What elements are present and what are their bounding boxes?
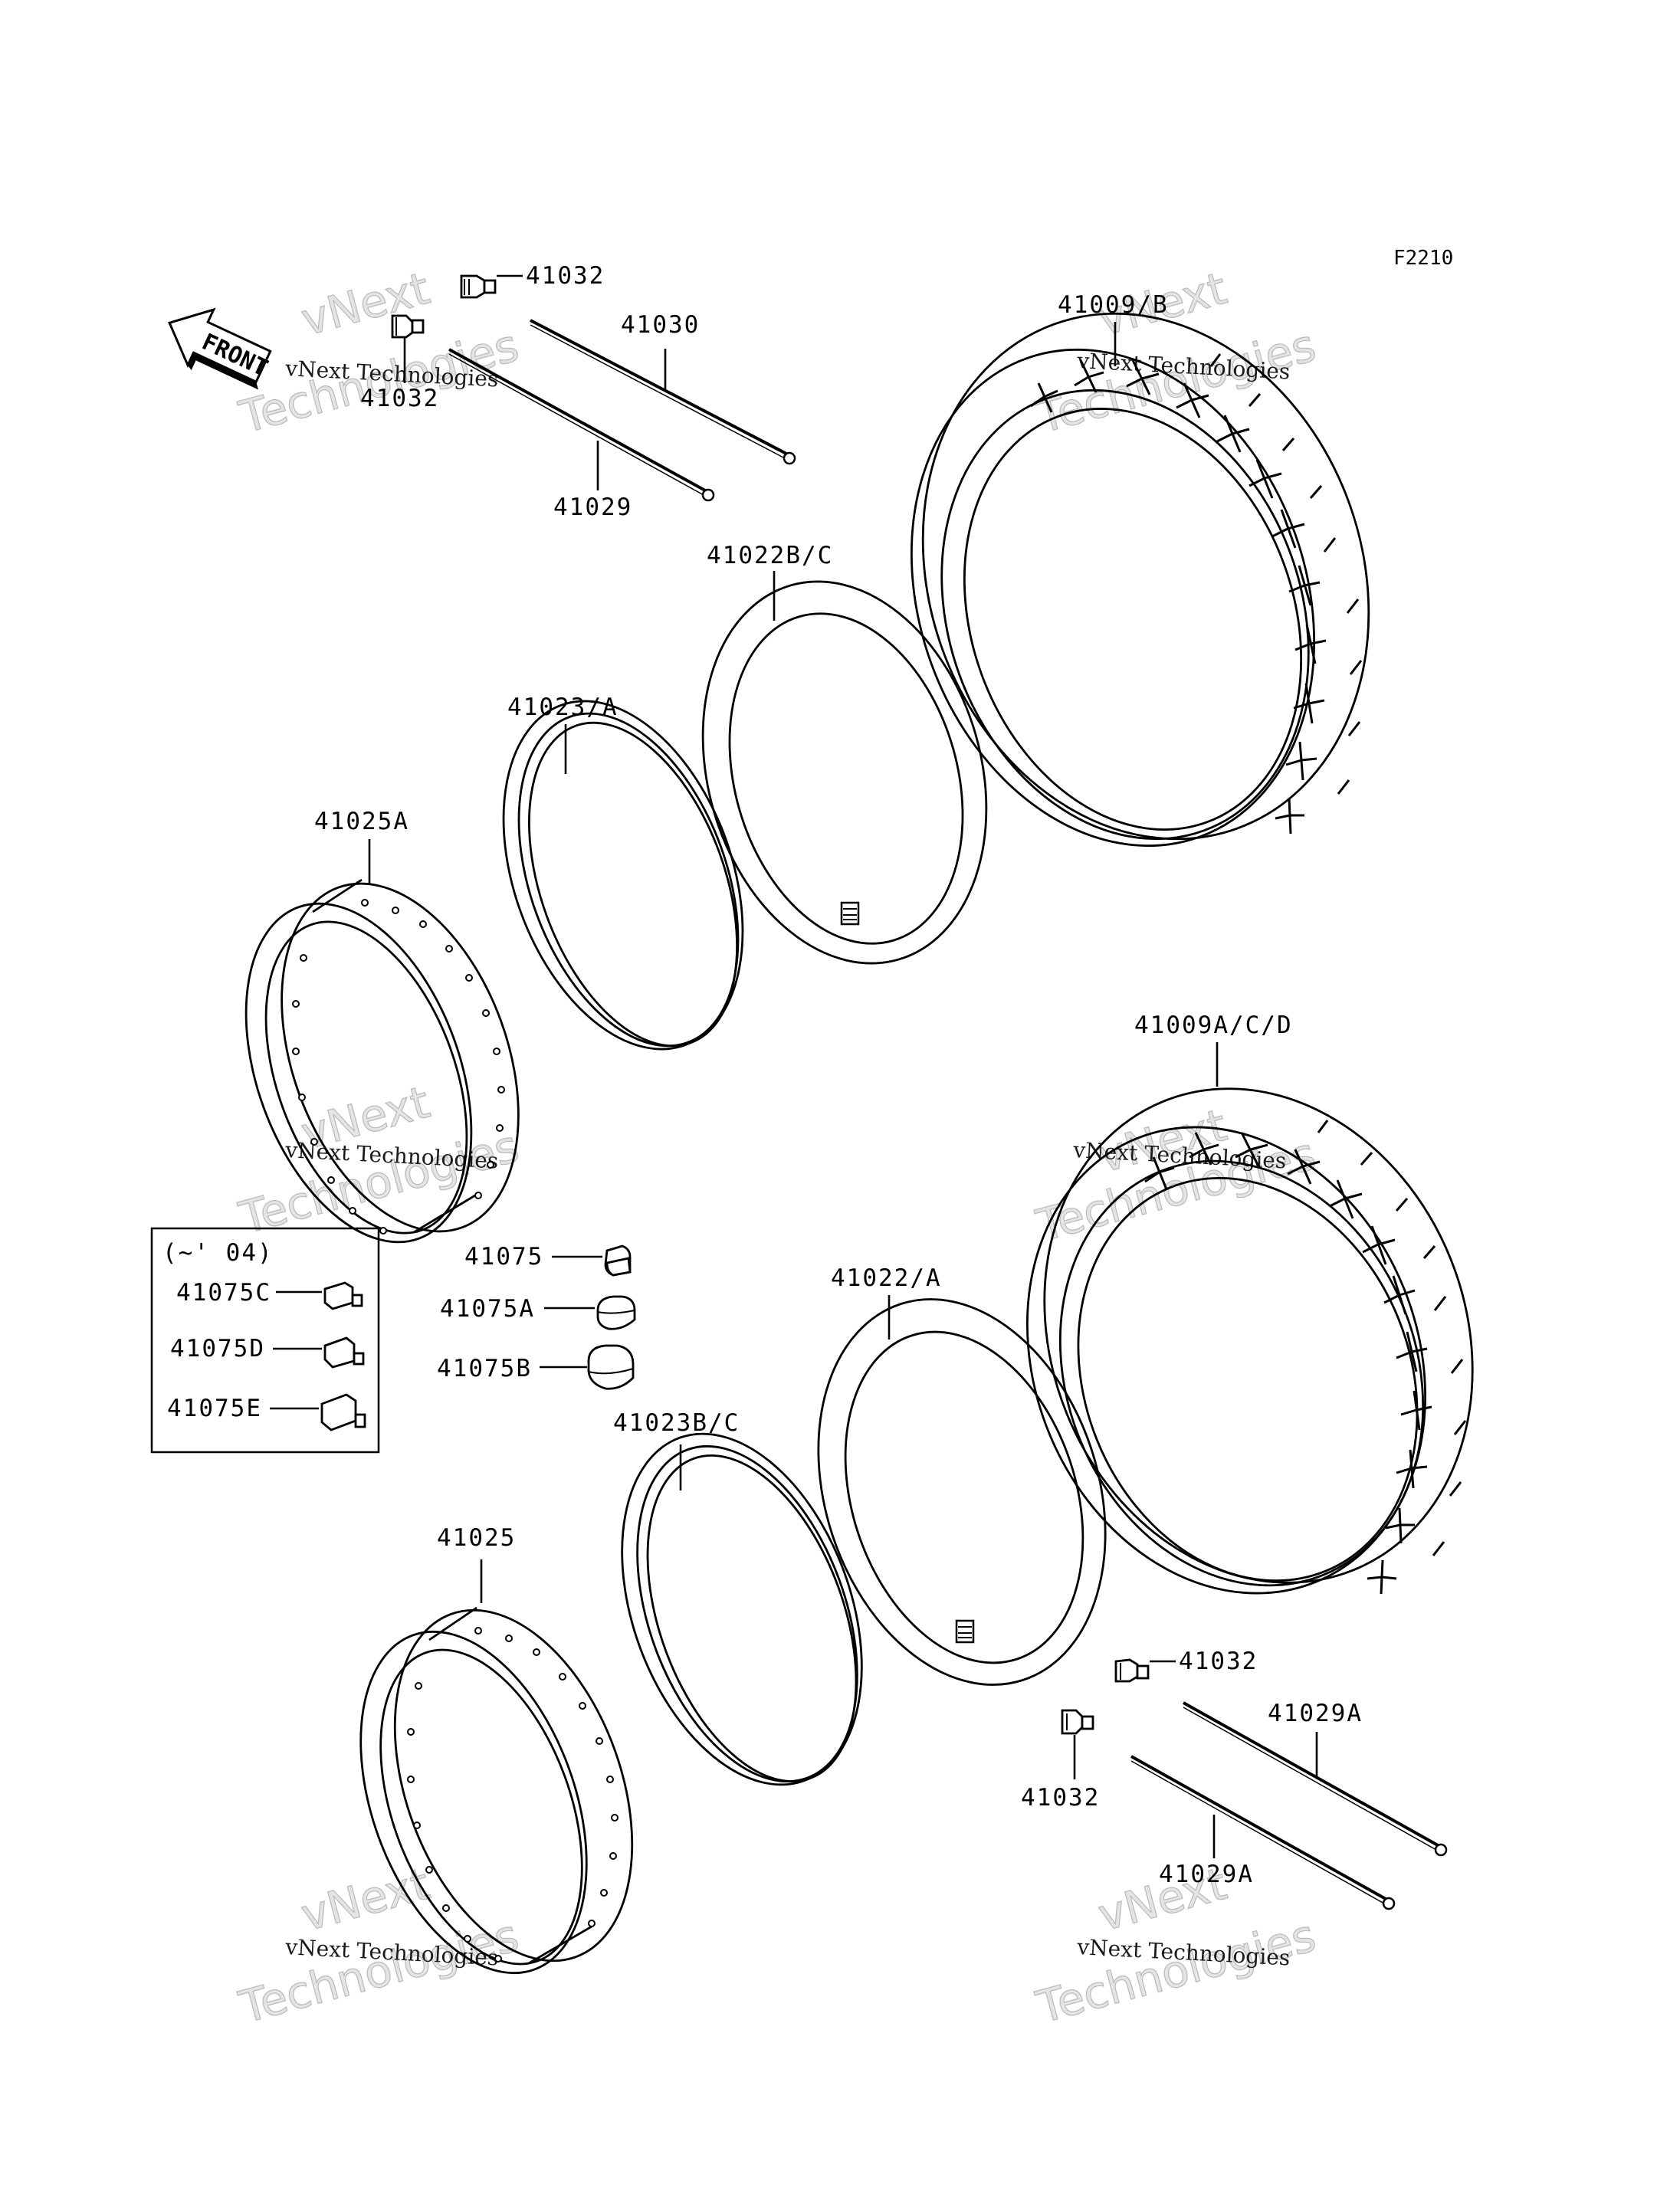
watermark-top-right: vNext Technologies vNext Technologies bbox=[1030, 261, 1321, 444]
label-41009a-c-d: 41009A/C/D bbox=[1134, 1012, 1293, 1039]
label-41029: 41029 bbox=[553, 494, 632, 521]
valve-stem-icon bbox=[955, 1619, 975, 1644]
balance-weight-41075b bbox=[587, 1344, 635, 1390]
label-41032-right: 41032 bbox=[1179, 1648, 1258, 1675]
label-41075c: 41075C bbox=[176, 1279, 271, 1307]
balance-weight-41075a bbox=[596, 1295, 636, 1330]
rear-tire-41009-b bbox=[910, 312, 1370, 848]
label-41032-top: 41032 bbox=[526, 262, 605, 290]
spoke-41029a-lower bbox=[1130, 1755, 1396, 1910]
spoke-41029a-upper bbox=[1183, 1701, 1448, 1857]
balance-weight-41075c bbox=[323, 1281, 363, 1310]
label-41025: 41025 bbox=[437, 1524, 516, 1552]
rim-band-41023-a bbox=[502, 700, 744, 1051]
label-41030: 41030 bbox=[621, 311, 700, 339]
label-41029a-upper: 41029A bbox=[1268, 1700, 1363, 1727]
label-41022-a: 41022/A bbox=[831, 1264, 942, 1292]
label-41075a: 41075A bbox=[440, 1295, 535, 1323]
label-41023b-c: 41023B/C bbox=[613, 1409, 740, 1437]
spoke-nipple-mid bbox=[391, 314, 425, 339]
front-arrow-icon: FRONT bbox=[168, 307, 272, 390]
label-41023-a: 41023/A bbox=[507, 694, 619, 721]
svg-text:Technologies: Technologies bbox=[1031, 1909, 1321, 2033]
balance-weight-41075d bbox=[323, 1336, 365, 1369]
label-41032-bottom: 41032 bbox=[1021, 1784, 1100, 1812]
label-41075: 41075 bbox=[464, 1243, 543, 1271]
svg-text:vNext: vNext bbox=[296, 1858, 435, 1942]
rim-41025a bbox=[244, 878, 520, 1244]
label-41032-mid: 41032 bbox=[360, 385, 439, 412]
rim-41025 bbox=[359, 1606, 634, 1975]
inner-tube-41022b-c bbox=[701, 580, 988, 965]
watermark-mid-right: vNext Technologies vNext Technologies bbox=[1030, 1098, 1321, 1252]
valve-stem-icon bbox=[840, 901, 860, 926]
label-41075b: 41075B bbox=[437, 1355, 532, 1382]
balance-weight-41075 bbox=[604, 1244, 632, 1277]
label-41029a-lower: 41029A bbox=[1159, 1861, 1254, 1888]
rim-band-41023b-c bbox=[621, 1432, 863, 1786]
spoke-nipple-bottom bbox=[1061, 1709, 1094, 1735]
watermark-mid-left: vNext Technologies vNext Technologies bbox=[233, 1075, 524, 1244]
front-tire-41009a-c-d bbox=[1026, 1087, 1474, 1595]
label-41009-b: 41009/B bbox=[1058, 291, 1169, 319]
spoke-nipple-right bbox=[1114, 1658, 1150, 1683]
spoke-41030 bbox=[530, 319, 796, 465]
watermark-bottom-left: vNext Technologies vNext Technologies bbox=[233, 1857, 524, 2034]
balance-weight-41075e bbox=[320, 1393, 366, 1431]
variant-box: (~' 04) 41075C 41075D 41075E bbox=[150, 1227, 380, 1454]
label-41025a: 41025A bbox=[314, 808, 409, 835]
inner-tube-41022-a bbox=[817, 1298, 1107, 1686]
label-41075e: 41075E bbox=[167, 1395, 262, 1422]
label-41075d: 41075D bbox=[170, 1335, 265, 1362]
spoke-nipple-top bbox=[460, 274, 497, 299]
variant-box-title: (~' 04) bbox=[162, 1239, 274, 1267]
label-41022b-c: 41022B/C bbox=[707, 542, 833, 569]
figure-code: F2210 bbox=[1393, 247, 1453, 270]
spoke-41029 bbox=[448, 348, 715, 502]
